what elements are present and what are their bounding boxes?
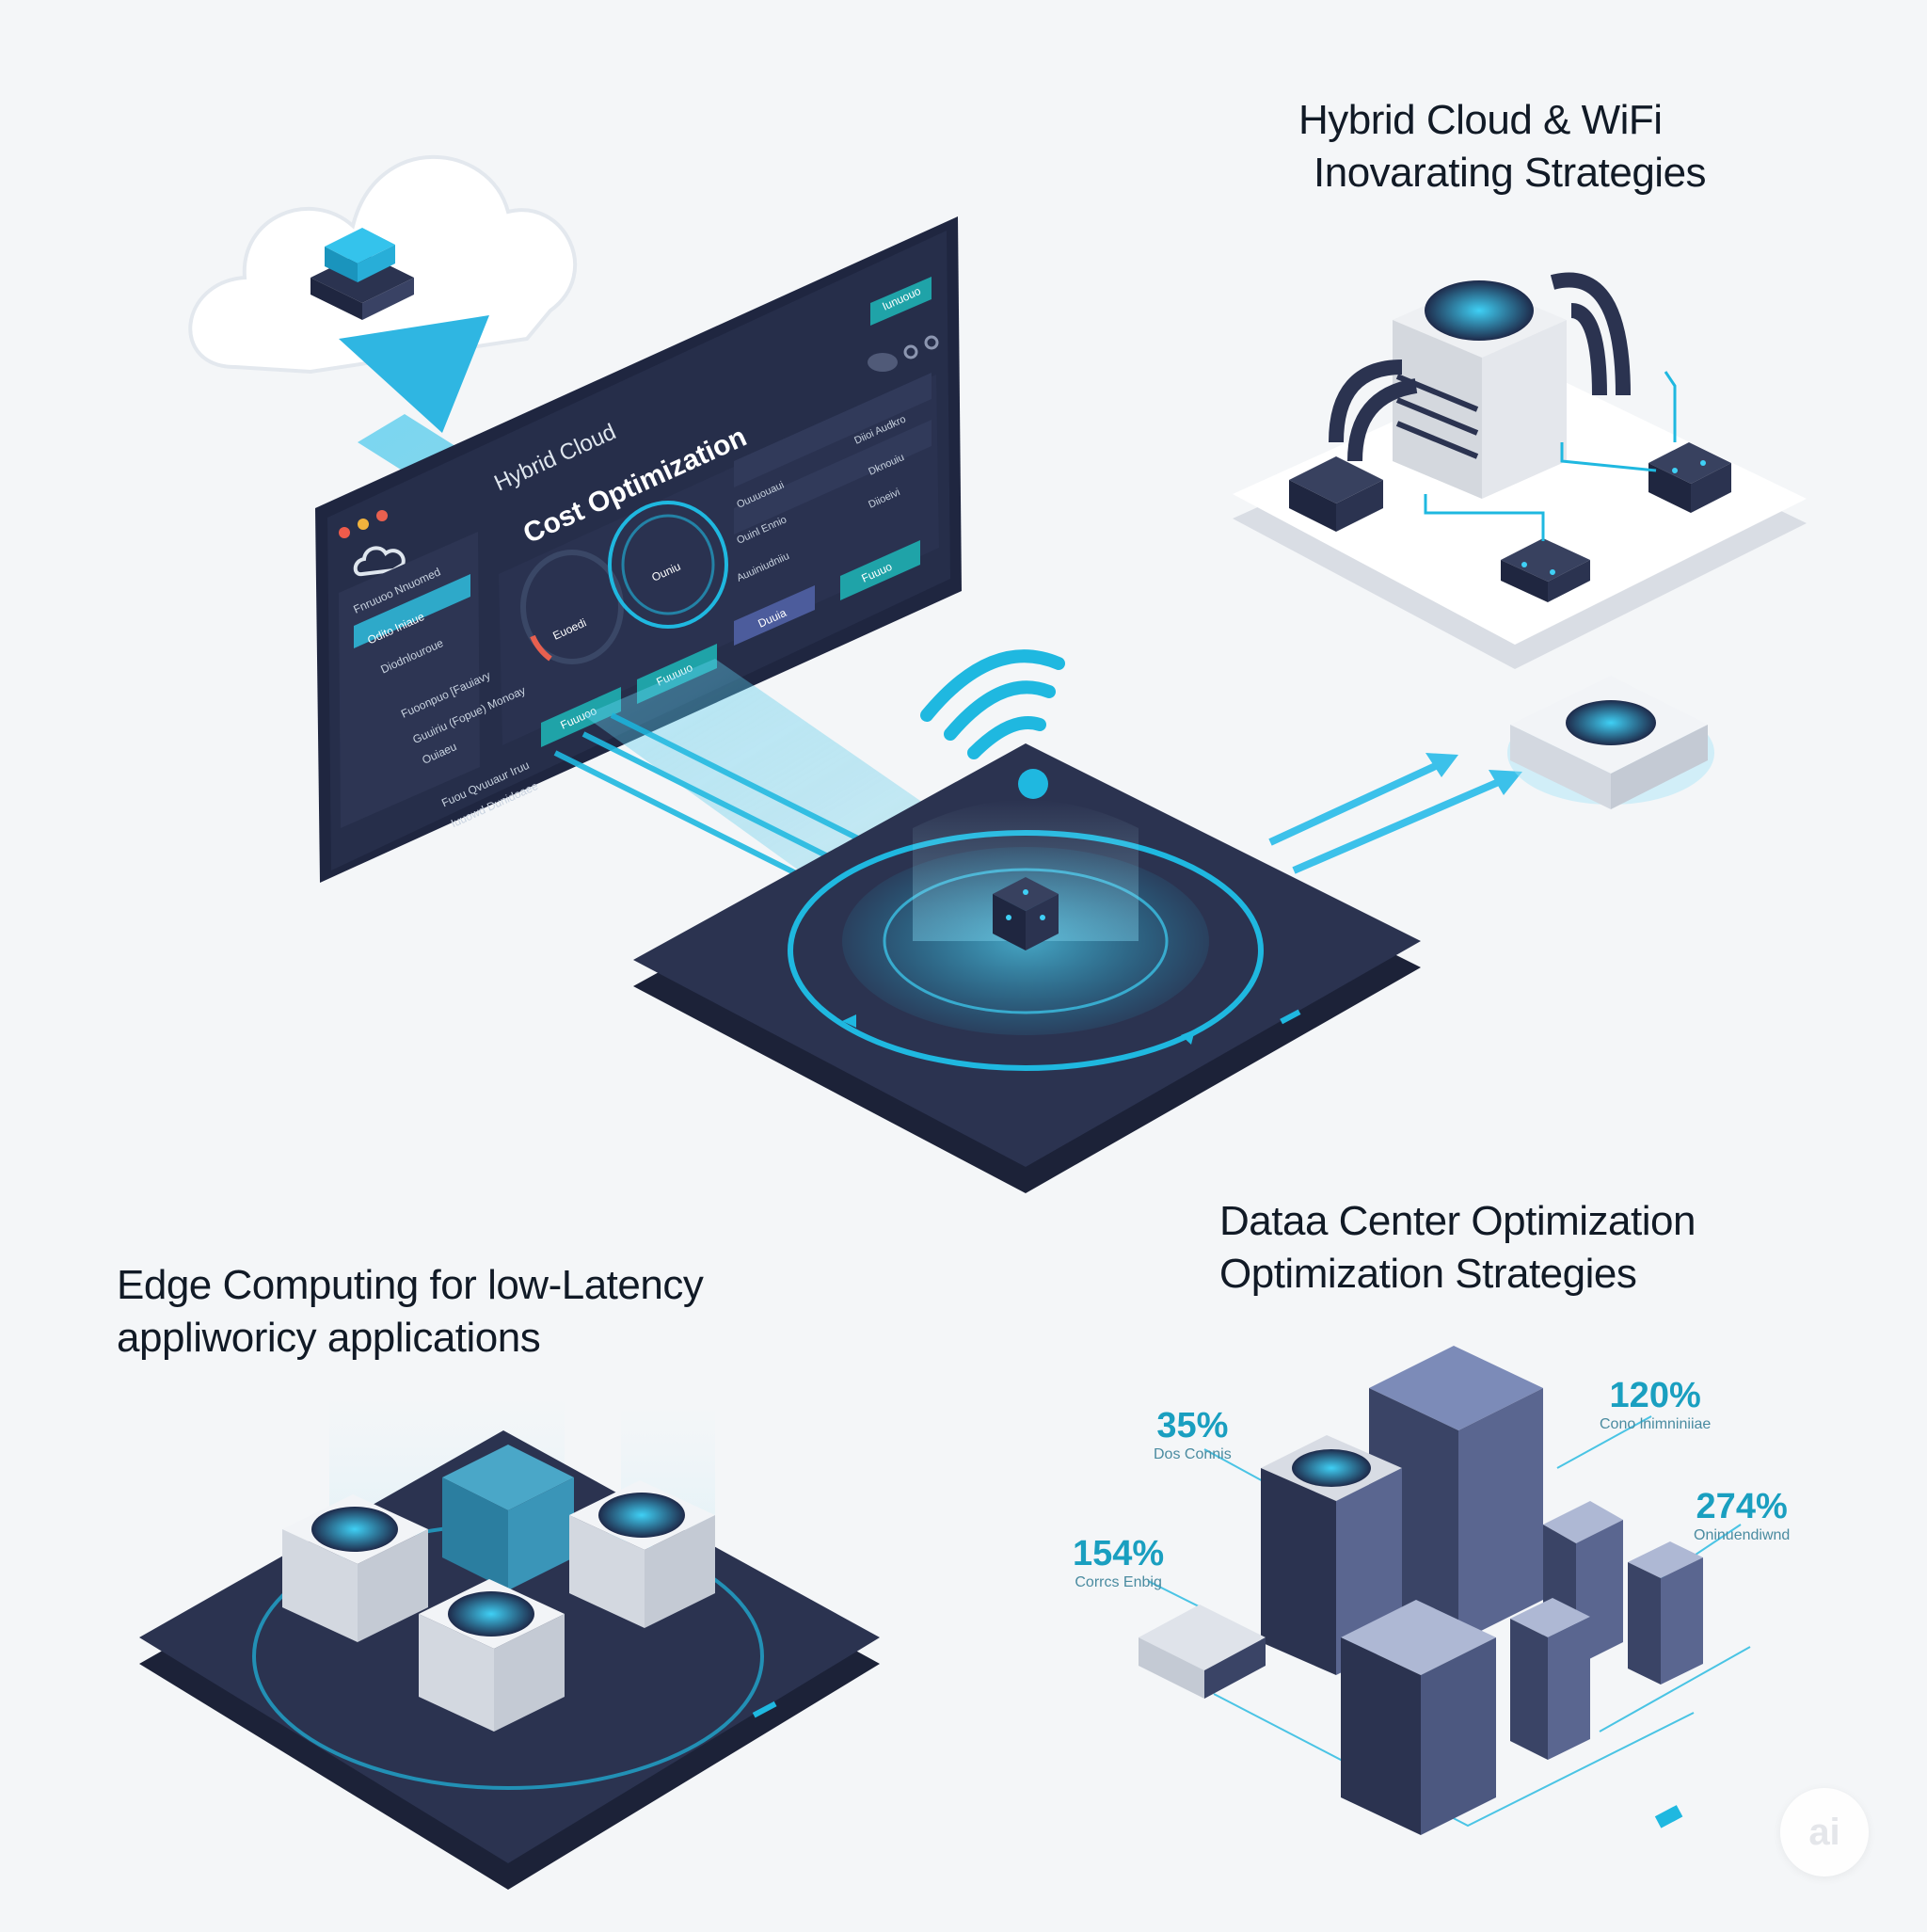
stat-callout: 35% Dos Connis: [1154, 1406, 1232, 1464]
fan-icon: [1566, 700, 1656, 745]
fan-device: [1507, 676, 1714, 809]
panel-button-1: [541, 687, 621, 747]
stat-value: 154%: [1073, 1534, 1165, 1573]
stat-caption: Corrcs Enbig: [1075, 1574, 1162, 1590]
heading-line: Optimization Strategies: [1219, 1251, 1637, 1297]
heading-line: Hybrid Cloud & WiFi: [1298, 97, 1663, 143]
settings-icon: [903, 344, 918, 359]
toggle-icon: [868, 353, 898, 372]
heading-hybrid-cloud: Hybrid Cloud & WiFi Inovarating Strategi…: [1298, 94, 1707, 200]
arrows-to-device: [1268, 753, 1522, 874]
gauge-right: [608, 501, 728, 629]
fan-icon: [1292, 1449, 1371, 1487]
stat-callout: 154% Corrcs Enbig: [1073, 1534, 1164, 1592]
heading-line: appliworicy applications: [117, 1315, 541, 1361]
gauge-left: [520, 550, 624, 664]
top-button: [870, 277, 932, 326]
heading-data-center: Dataa Center Optimization Optimization S…: [1219, 1195, 1696, 1301]
heading-line: Dataa Center Optimization: [1219, 1198, 1696, 1244]
sidebar-active-item: [354, 574, 470, 648]
stat-value: 120%: [1609, 1376, 1701, 1415]
hybrid-platform: [1233, 272, 1807, 669]
ai-watermark: ai: [1780, 1788, 1869, 1876]
heading-edge-computing: Edge Computing for low-Latency appliwori…: [117, 1259, 704, 1365]
cloud-logo-icon: [353, 546, 406, 577]
central-platform: [633, 743, 1421, 1193]
stat-caption: Cono lnimniniiae: [1600, 1416, 1712, 1432]
fan-icon: [311, 1507, 398, 1552]
panel-button-3: [734, 585, 815, 646]
fan-icon: [448, 1591, 534, 1637]
fan-icon: [1425, 280, 1534, 341]
heading-line: Inovarating Strategies: [1314, 150, 1707, 196]
data-center-racks: [1139, 1346, 1751, 1835]
panel-button-4: [840, 540, 920, 600]
stat-value: 35%: [1156, 1406, 1229, 1445]
stat-caption: Oninuendiwnd: [1694, 1527, 1791, 1543]
dashboard-window: [315, 216, 962, 883]
clock-icon: [924, 335, 939, 350]
fan-icon: [598, 1493, 685, 1538]
heading-line: Edge Computing for low-Latency: [117, 1262, 704, 1308]
edge-platform: [139, 1393, 880, 1890]
stat-callout: 120% Cono lnimniniiae: [1600, 1376, 1711, 1434]
stat-callout: 274% Oninuendiwnd: [1694, 1487, 1790, 1545]
wifi-icon: [920, 649, 1065, 799]
stat-caption: Dos Connis: [1154, 1446, 1232, 1462]
stat-value: 274%: [1696, 1487, 1788, 1526]
